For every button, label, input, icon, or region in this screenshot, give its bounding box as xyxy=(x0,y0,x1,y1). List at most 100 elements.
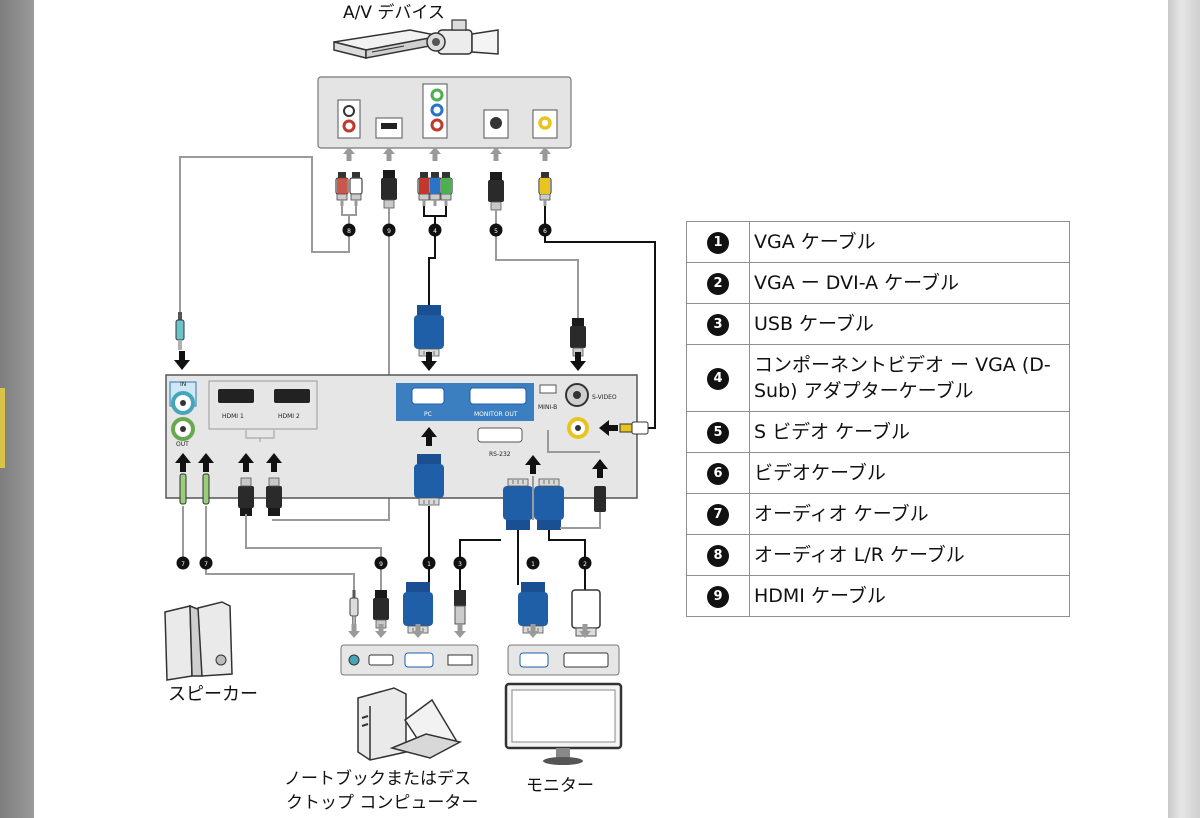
speaker-icon xyxy=(164,601,233,681)
audio-in-jack-plug xyxy=(175,312,185,350)
audio-out-jack-plugs xyxy=(179,473,210,505)
svg-text:7: 7 xyxy=(181,561,185,568)
legend-text: VGA ー DVI-A ケーブル xyxy=(749,262,1070,304)
up-arrow-icon xyxy=(429,147,441,161)
pc-port-label: PC xyxy=(424,411,432,418)
svg-text:6: 6 xyxy=(543,228,547,235)
svg-text:4: 4 xyxy=(433,228,437,235)
svg-text:7: 7 xyxy=(204,561,208,568)
video-plug xyxy=(538,171,552,207)
number-badge: 1 xyxy=(707,231,729,254)
up-arrow-icon xyxy=(343,147,355,161)
legend-row: 5 S ビデオ ケーブル xyxy=(686,411,1070,453)
legend-text: USB ケーブル xyxy=(749,303,1070,345)
legend-text: HDMI ケーブル xyxy=(749,575,1070,617)
audio-out-label: OUT xyxy=(176,441,189,448)
legend-row: 1 VGA ケーブル xyxy=(686,221,1070,263)
legend-row: 3 USB ケーブル xyxy=(686,303,1070,345)
legend-text: オーディオ ケーブル xyxy=(749,493,1070,535)
audio-in-label: IN xyxy=(180,381,186,388)
hdmi1-label: HDMI 1 xyxy=(222,413,244,420)
svg-text:2: 2 xyxy=(583,561,587,568)
hdmi-plug xyxy=(372,589,390,629)
legend-text: オーディオ L/R ケーブル xyxy=(749,534,1070,576)
page-tab xyxy=(0,388,5,468)
number-badge: 9 xyxy=(707,585,729,608)
down-arrow-icon xyxy=(454,624,466,638)
computer-label-line1: ノートブックまたはデス xyxy=(284,768,471,789)
s-video-plug xyxy=(487,171,505,211)
hdmi2-label: HDMI 2 xyxy=(278,413,300,420)
cable-marker-9: 9 xyxy=(374,556,388,570)
legend-row: 6 ビデオケーブル xyxy=(686,452,1070,494)
svg-text:8: 8 xyxy=(347,228,351,235)
right-margin xyxy=(1168,0,1200,818)
speaker-label: スピーカー xyxy=(168,684,258,705)
computer-label-line2: クトップ コンピューター xyxy=(286,793,478,813)
component-vga-plug xyxy=(413,304,445,357)
cable-marker-2: 2 xyxy=(578,556,592,570)
video-plug-side xyxy=(619,421,649,435)
down-arrow-icon xyxy=(348,624,360,638)
hdmi-plug xyxy=(380,169,398,209)
s-video-label: S-VIDEO xyxy=(592,394,617,401)
svg-text:1: 1 xyxy=(427,561,431,568)
down-arrow-icon xyxy=(174,351,190,370)
vga-plug xyxy=(413,453,445,506)
legend-row: 2 VGA ー DVI-A ケーブル xyxy=(686,262,1070,304)
cable-marker-7: 7 xyxy=(199,556,213,570)
cable-marker-3: 3 xyxy=(453,556,467,570)
av-device-label: A/V デバイス xyxy=(343,2,445,23)
legend-text: S ビデオ ケーブル xyxy=(749,411,1070,453)
monitor-label: モニター xyxy=(526,776,594,796)
legend-text: VGA ケーブル xyxy=(749,221,1070,263)
component-plugs xyxy=(417,171,453,207)
cable-marker-1: 1 xyxy=(422,556,436,570)
usb-mini-plug xyxy=(594,486,606,512)
svg-text:5: 5 xyxy=(494,228,498,235)
audio-lr-plugs xyxy=(335,171,363,207)
number-badge: 5 xyxy=(707,421,729,444)
monitor-out-label: MONITOR OUT xyxy=(474,411,518,418)
audio-jack-plug xyxy=(349,589,359,627)
camcorder-icon xyxy=(426,19,499,55)
av-device-panel xyxy=(317,76,572,149)
monitor-port-panel xyxy=(507,644,620,676)
cable-marker-4: 4 xyxy=(428,223,442,237)
left-margin xyxy=(0,0,34,818)
monitor-icon xyxy=(504,682,623,765)
mini-b-label: MINI-B xyxy=(538,404,557,411)
usb-plug xyxy=(454,590,466,625)
legend-text: コンポーネントビデオ ー VGA (D-Sub) アダプターケーブル xyxy=(749,344,1070,412)
legend-row: 9 HDMI ケーブル xyxy=(686,575,1070,617)
svg-text:3: 3 xyxy=(458,561,462,568)
vga-plug xyxy=(533,478,565,531)
projector-rear-panel: IN OUT HDMI 1 HDMI 2 PC MONITOR OUT RS-2… xyxy=(165,374,638,499)
number-badge: 6 xyxy=(707,462,729,485)
cable-marker-9: 9 xyxy=(382,223,396,237)
up-arrow-icon xyxy=(490,147,502,161)
cable-marker-1: 1 xyxy=(526,556,540,570)
laptop-icon xyxy=(389,698,463,760)
cable-legend-table: 1 VGA ケーブル 2 VGA ー DVI-A ケーブル 3 USB ケーブル… xyxy=(686,221,1070,617)
cable-marker-8: 8 xyxy=(342,223,356,237)
up-arrow-icon xyxy=(383,147,395,161)
legend-row: 4 コンポーネントビデオ ー VGA (D-Sub) アダプターケーブル xyxy=(686,344,1070,412)
s-video-plug xyxy=(569,317,587,357)
number-badge: 3 xyxy=(707,313,729,336)
cable-marker-5: 5 xyxy=(489,223,503,237)
legend-row: 8 オーディオ L/R ケーブル xyxy=(686,534,1070,576)
cable-marker-7: 7 xyxy=(176,556,190,570)
pc-cables xyxy=(182,430,601,592)
number-badge: 7 xyxy=(707,503,729,526)
svg-text:9: 9 xyxy=(379,561,383,568)
svg-text:9: 9 xyxy=(387,228,391,235)
number-badge: 8 xyxy=(707,544,729,567)
number-badge: 4 xyxy=(707,367,729,390)
down-arrow-icon xyxy=(570,352,586,371)
legend-text: ビデオケーブル xyxy=(749,452,1070,494)
rs232-label: RS-232 xyxy=(489,451,511,458)
svg-text:1: 1 xyxy=(531,561,535,568)
